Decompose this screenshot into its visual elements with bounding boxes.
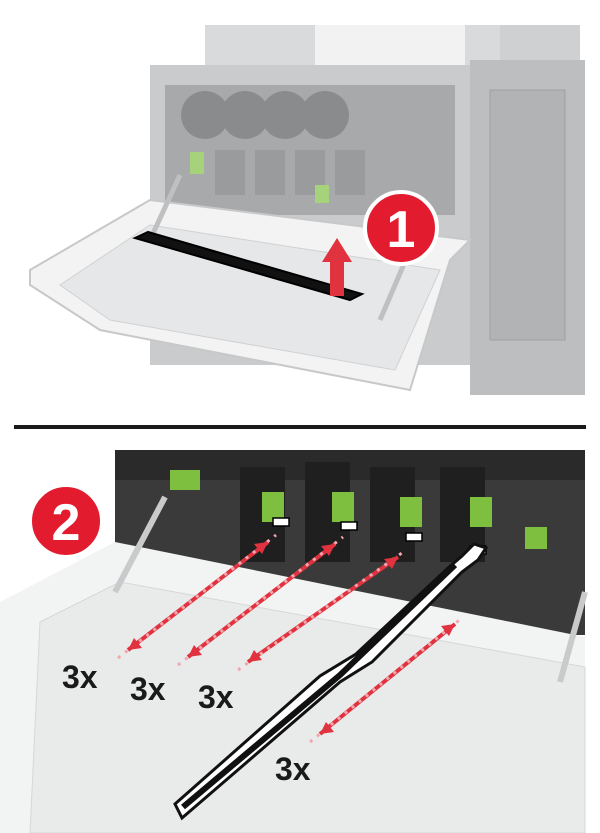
multiplier-label: 3x <box>130 671 166 707</box>
step-2-panel: 3x 3x 3x 3x 2 <box>0 432 600 833</box>
latch-green <box>262 492 284 522</box>
step-number: 1 <box>387 201 416 259</box>
cleaning-wand-core <box>181 562 458 810</box>
door-strut <box>112 495 168 594</box>
door-strut <box>147 173 183 242</box>
double-arrow-icon <box>177 535 344 667</box>
double-arrow-icon <box>237 548 407 672</box>
latch-green <box>190 152 204 174</box>
toner-cartridge <box>261 91 309 139</box>
cleaning-wand <box>132 230 365 302</box>
step-2-illustration: 3x 3x 3x 3x 2 <box>0 450 588 833</box>
step-number: 2 <box>52 494 81 552</box>
toner-cartridge <box>221 91 269 139</box>
step-1-illustration: 1 <box>29 25 585 395</box>
toner-cartridges <box>181 91 349 139</box>
latch-green <box>470 497 492 527</box>
step-badge-1: 1 <box>363 190 439 266</box>
door-strut <box>557 591 588 683</box>
step-1-panel: 1 <box>0 0 600 400</box>
toner-cartridge <box>301 91 349 139</box>
multiplier-label: 3x <box>275 751 311 787</box>
multiplier-label: 3x <box>62 659 98 695</box>
multiplier-label: 3x <box>198 679 234 715</box>
printer-side-panel <box>489 89 566 341</box>
step-divider <box>14 425 586 429</box>
latch-green <box>400 497 422 527</box>
double-arrow-icon <box>309 615 464 744</box>
imaging-units <box>170 462 547 562</box>
double-arrow-icon <box>117 533 277 660</box>
latch-green <box>332 492 354 522</box>
imaging-units <box>190 150 365 203</box>
toner-cartridge <box>181 91 229 139</box>
up-arrow-icon <box>322 238 352 296</box>
step-badge-2: 2 <box>28 483 104 559</box>
